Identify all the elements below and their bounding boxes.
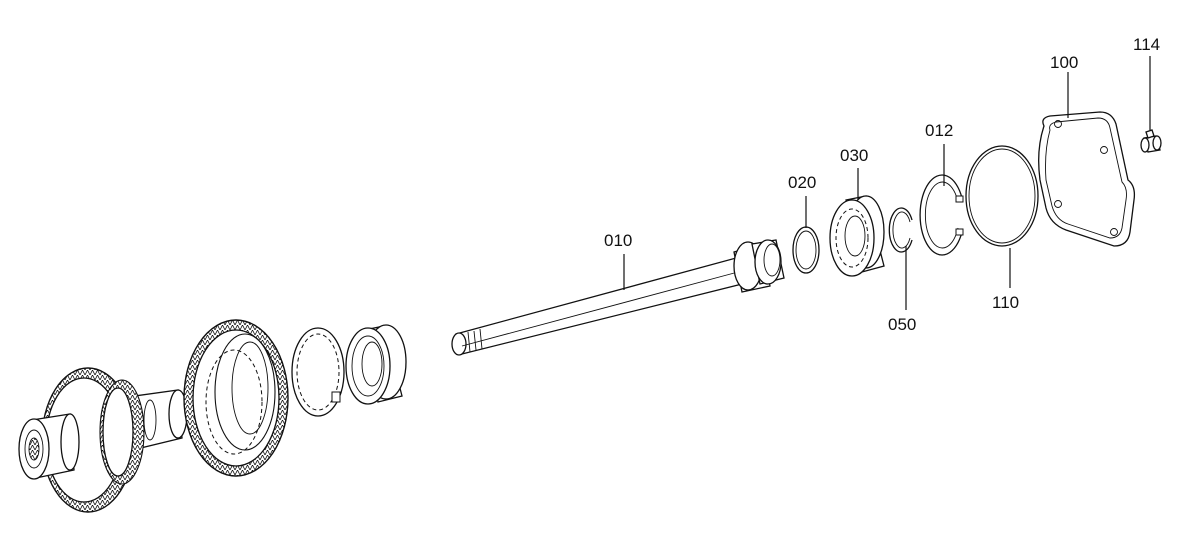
- left-bearing: [345, 324, 407, 405]
- cluster-gear: [18, 367, 188, 513]
- label-110: 110: [992, 293, 1019, 312]
- plug-screw-114: [1140, 129, 1162, 153]
- label-010: 010: [604, 231, 632, 250]
- label-030: 030: [840, 146, 868, 165]
- snap-ring-012: [919, 174, 964, 256]
- label-114: 114: [1133, 35, 1160, 54]
- ring-020: [792, 226, 820, 274]
- shaft-010: [451, 239, 785, 356]
- label-012: 012: [925, 121, 953, 140]
- ball-bearing-030: [829, 195, 885, 277]
- cover-plate-100: [1038, 111, 1136, 247]
- left-snap-ring: [291, 327, 345, 417]
- label-050: 050: [888, 315, 916, 334]
- spur-gear: [183, 319, 289, 477]
- o-ring-110: [965, 145, 1039, 247]
- circlip-050: [888, 207, 913, 253]
- label-020: 020: [788, 173, 816, 192]
- label-100: 100: [1050, 53, 1078, 72]
